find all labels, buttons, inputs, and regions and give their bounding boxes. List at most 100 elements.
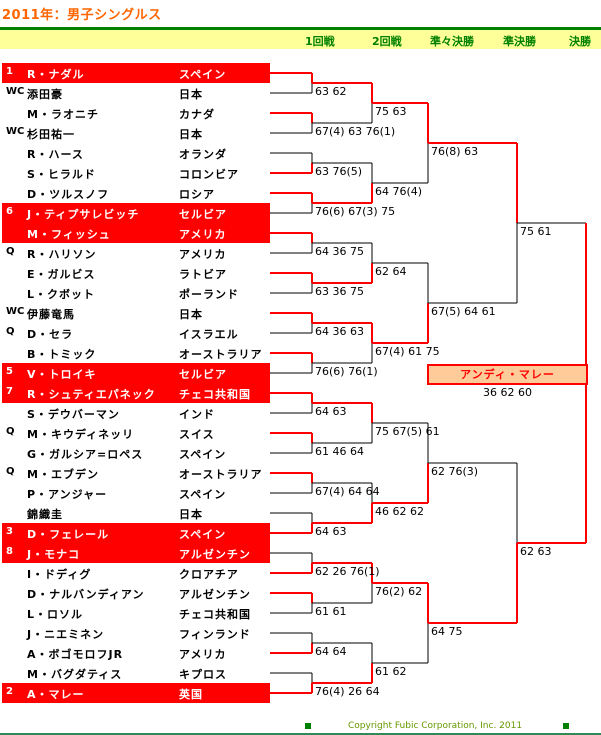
player-country: セルビア: [179, 368, 227, 381]
player-country: アメリカ: [179, 228, 227, 241]
score-sf: 62 63: [520, 545, 552, 558]
player-country: セルビア: [179, 208, 227, 221]
player-name: E・ガルビス: [27, 268, 96, 281]
player-row: 錦織圭 日本: [2, 503, 270, 523]
player-row: Q M・エブデン オーストラリア: [2, 463, 270, 483]
score-r2: 46 62 62: [375, 505, 424, 518]
player-name: M・フィッシュ: [27, 228, 111, 241]
player-row: 6 J・ティプサレビッチ セルビア: [2, 203, 270, 223]
player-name: R・ハリソン: [27, 248, 97, 261]
header-divider: [0, 27, 601, 30]
player-row: M・バグダティス キプロス: [2, 663, 270, 683]
footer-square-right-icon: [563, 723, 569, 729]
player-country: 日本: [179, 308, 203, 321]
player-country: 英国: [179, 688, 203, 701]
entry-mark: 7: [6, 386, 13, 397]
player-name: D・ツルスノフ: [27, 188, 110, 201]
entry-mark: 2: [6, 686, 13, 697]
player-name: D・ナルバンディアン: [27, 588, 145, 601]
player-name: V・トロイキ: [27, 368, 97, 381]
player-name: 杉田祐一: [27, 128, 75, 141]
player-country: アルゼンチン: [179, 588, 251, 601]
player-name: 添田豪: [27, 88, 63, 101]
score-r1: 64 64: [315, 645, 347, 658]
player-name: S・デウバーマン: [27, 408, 120, 421]
player-row: D・ナルバンディアン アルゼンチン: [2, 583, 270, 603]
round-label-r2: 2回戦: [372, 35, 402, 48]
score-r1: 64 36 63: [315, 325, 364, 338]
score-qf: 67(5) 64 61: [431, 305, 496, 318]
player-country: キプロス: [179, 668, 227, 681]
player-country: オーストラリア: [179, 468, 263, 481]
score-r2: 76(2) 62: [375, 585, 423, 598]
round-label-final: 決勝: [569, 35, 591, 48]
player-country: ポーランド: [179, 288, 239, 301]
player-name: 錦織圭: [27, 508, 63, 521]
player-name: M・エブデン: [27, 468, 99, 481]
score-sf: 75 61: [520, 225, 552, 238]
score-r1: 62 26 76(1): [315, 565, 380, 578]
player-row: M・ラオニチカナダ: [2, 103, 270, 123]
player-country: コロンビア: [179, 168, 239, 181]
player-row: S・デウバーマン インド: [2, 403, 270, 423]
player-country: アメリカ: [179, 648, 227, 661]
player-name: G・ガルシア=ロペス: [27, 448, 144, 461]
entry-mark: Q: [6, 326, 15, 337]
player-row: I・ドディグクロアチア: [2, 563, 270, 583]
entry-mark: WC: [6, 306, 25, 317]
entry-mark: 1: [6, 66, 13, 77]
entry-mark: 5: [6, 366, 13, 377]
player-country: 日本: [179, 88, 203, 101]
player-name: R・ハース: [27, 148, 84, 161]
player-name: M・キウディネッリ: [27, 428, 135, 441]
round-label-qf: 準々決勝: [430, 35, 474, 48]
score-r1: 63 36 75: [315, 285, 364, 298]
player-row: L・ロソルチェコ共和国: [2, 603, 270, 623]
footer-divider: [0, 733, 601, 735]
player-country: スペイン: [179, 68, 227, 81]
score-r1: 76(4) 26 64: [315, 685, 380, 698]
player-name: R・シュティエパネック: [27, 388, 156, 401]
player-country: 日本: [179, 508, 203, 521]
player-country: ラトビア: [179, 268, 227, 281]
entry-mark: WC: [6, 86, 25, 97]
score-r1: 63 76(5): [315, 165, 363, 178]
player-name: L・クボット: [27, 288, 96, 301]
player-country: イスラエル: [179, 328, 239, 341]
score-r1: 64 36 75: [315, 245, 364, 258]
player-name: B・トミック: [27, 348, 97, 361]
score-qf: 62 76(3): [431, 465, 479, 478]
player-name: J・モナコ: [27, 548, 81, 561]
player-country: インド: [179, 408, 215, 421]
score-r2: 75 63: [375, 105, 407, 118]
player-row: M・フィッシュ アメリカ: [2, 223, 270, 243]
player-name: S・ヒラルド: [27, 168, 96, 181]
final-score: 36 62 60: [483, 386, 532, 399]
score-r1: 61 46 64: [315, 445, 364, 458]
player-row: S・ヒラルド コロンビア: [2, 163, 270, 183]
player-country: オランダ: [179, 148, 227, 161]
score-r1: 76(6) 67(3) 75: [315, 205, 396, 218]
player-name: M・ラオニチ: [27, 108, 99, 121]
player-country: チェコ共和国: [179, 608, 251, 621]
entry-mark: Q: [6, 466, 15, 477]
player-name: P・アンジャー: [27, 488, 108, 501]
score-r2: 64 76(4): [375, 185, 423, 198]
player-name: J・ティプサレビッチ: [27, 208, 140, 221]
score-r1: 76(6) 76(1): [315, 365, 378, 378]
player-name: 伊藤竜馬: [27, 308, 75, 321]
score-qf: 64 75: [431, 625, 463, 638]
player-name: J・ニエミネン: [27, 628, 105, 641]
entry-mark: 6: [6, 206, 13, 217]
player-country: スペイン: [179, 448, 227, 461]
player-name: M・バグダティス: [27, 668, 123, 681]
player-country: オーストラリア: [179, 348, 263, 361]
